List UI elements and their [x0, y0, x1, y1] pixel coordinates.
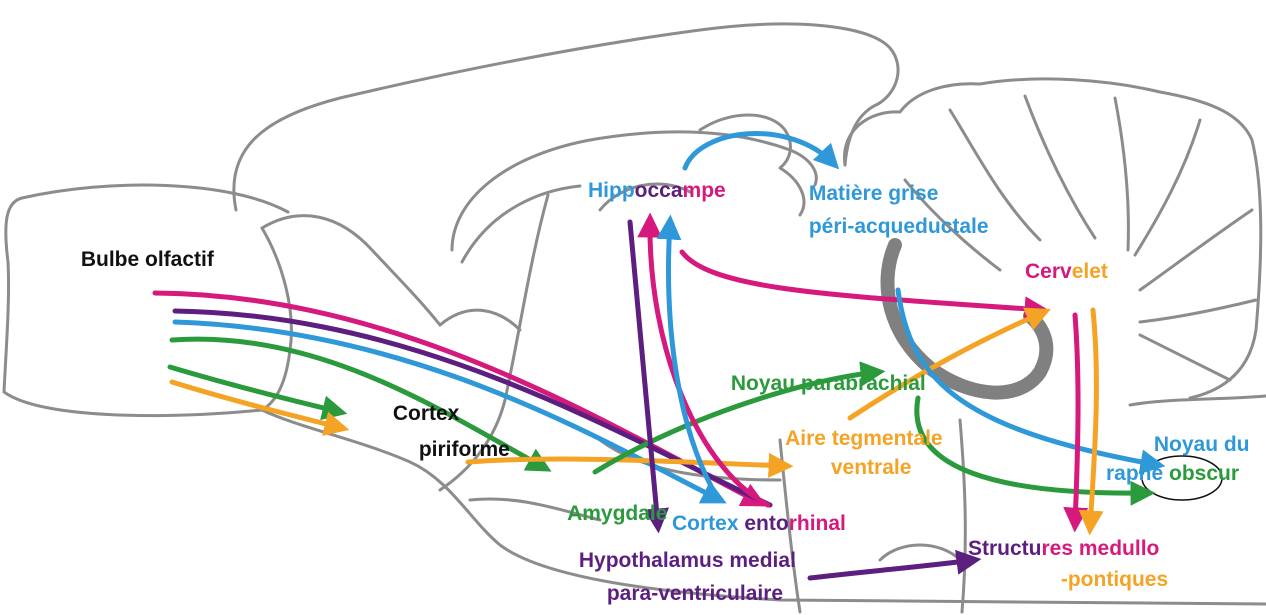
label-noyau-raphe-line2: raphé obscur: [1106, 462, 1239, 485]
pons-bulge: [880, 545, 960, 560]
hippocampus-inner-line: [462, 186, 580, 262]
cerebellum-folium-3: [1115, 98, 1128, 250]
arrow-magenta-cerebellum-to-medullo-pontine: [1075, 315, 1078, 525]
region-labels: Bulbe olfactif Cortex piriforme Hippocca…: [40, 179, 1266, 605]
cerebellar-grey-matter: [888, 245, 1047, 393]
label-noyau-raphe-line1: Noyau du: [1113, 433, 1266, 456]
arrow-purple-hypothalamus-to-medullo-pontine: [810, 560, 974, 578]
label-matiere-grise-line1: Matière grise: [768, 182, 968, 205]
cerebellum-folium-4: [1135, 120, 1200, 255]
cerebellum-folium-7: [1140, 335, 1230, 380]
label-aire-tegmentale-line1: Aire tegmentale: [745, 427, 972, 450]
cerebellum-folium-5: [1140, 210, 1252, 290]
arrow-blue-hippocampus-to-pag: [685, 134, 834, 168]
label-cortex-piriforme-line2: piriforme: [378, 438, 539, 461]
label-matiere-grise-line2: péri-acqueductale: [768, 215, 1018, 238]
label-hypothalamus-line2: para-ventriculaire: [566, 582, 812, 605]
label-noyau-parabrachial: Noyau parabrachial: [690, 372, 955, 395]
label-cervelet: Cervelet: [1025, 260, 1108, 283]
cerebellum-folium-2: [1025, 96, 1095, 238]
label-structures-line1: Structures medullo: [968, 537, 1159, 560]
label-structures-line2: -pontiques: [1020, 568, 1197, 591]
ventricle-curve: [440, 310, 520, 330]
label-aire-tegmentale-line2: ventrale: [790, 456, 941, 479]
arrow-orange-cerebellum-to-medullo-pontine: [1090, 310, 1096, 528]
label-cortex-entorhinal: Cortex entorhinal: [672, 512, 846, 535]
label-hypothalamus-line1: Hypothalamus medial: [538, 549, 825, 572]
arrow-orange-vta-to-cerebellum: [850, 312, 1044, 418]
cerebellum-folium-6: [1140, 300, 1256, 322]
label-bulbe-olfactif: Bulbe olfactif: [40, 248, 243, 271]
label-cortex-piriforme-line1: Cortex: [352, 402, 489, 425]
label-hippocampe: Hippoccampe: [588, 179, 726, 202]
